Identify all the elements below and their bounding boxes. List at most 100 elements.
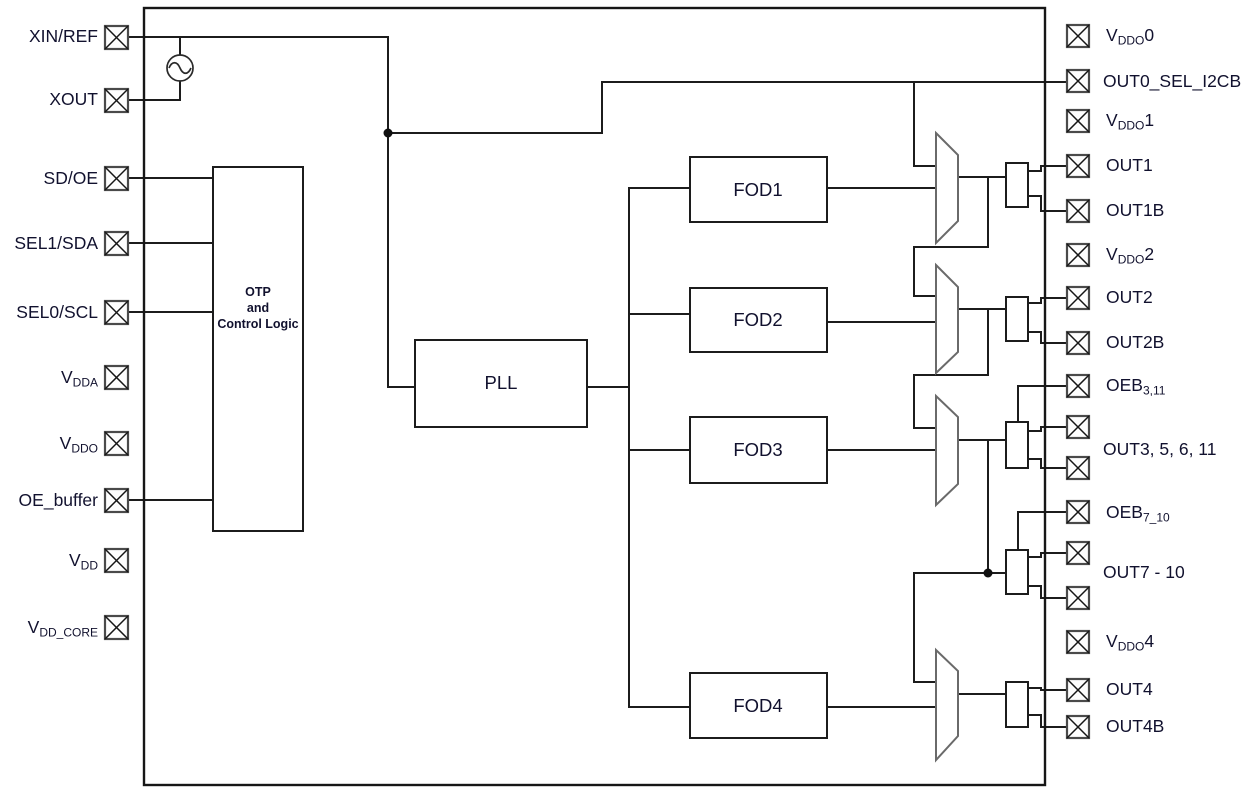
pin-symbol-sd-oe: [103, 165, 130, 192]
junction-dot-mux3-fanout: [983, 568, 993, 578]
wire-xout-to-crystal: [128, 37, 181, 101]
wire-cascade-mux1-to-mux2: [913, 177, 989, 297]
otp-label-line1: OTP: [245, 285, 271, 299]
pin-label-vdd: VDD: [69, 550, 98, 573]
pin-symbol-out7-group-a: [1065, 540, 1091, 566]
pin-label-xin-ref: XIN/REF: [29, 26, 98, 46]
pin-label-out2b: OUT2B: [1106, 332, 1164, 352]
pin-symbol-vddo0: [1065, 23, 1091, 49]
pin-label-vddo1: VDDO1: [1106, 110, 1154, 133]
pin-label-sd-oe: SD/OE: [44, 168, 98, 188]
pin-label-vdda: VDDA: [61, 367, 98, 390]
pin-label-vdd-core: VDD_CORE: [28, 617, 98, 640]
pin-symbol-out4b: [1065, 714, 1091, 740]
pin-symbol-xin-ref: [103, 24, 130, 51]
fod2-block: FOD2: [689, 287, 828, 353]
left-pin-symbols: [103, 24, 130, 641]
pin-symbol-oe-buffer: [103, 487, 130, 514]
out1-buffer: [1005, 162, 1029, 208]
pin-symbol-out1b: [1065, 198, 1091, 224]
fod4-block: FOD4: [689, 672, 828, 739]
wire-xin-ref-to-pll: [128, 36, 415, 388]
pin-symbol-vdd-core: [103, 614, 130, 641]
pin-symbol-sel1-sda: [103, 230, 130, 257]
wire-ref-to-mux1: [913, 82, 936, 167]
out2-buffer: [1005, 296, 1029, 342]
otp-control-logic-block: OTP and Control Logic: [212, 166, 304, 532]
pin-symbol-out2b: [1065, 330, 1091, 356]
pin-symbol-vdda: [103, 364, 130, 391]
pin-symbol-vddo1: [1065, 108, 1091, 134]
wire-oeb3-11-to-buffer: [1017, 385, 1067, 422]
wire-out3-group-stubs: [1028, 426, 1067, 469]
pin-symbol-vddo: [103, 430, 130, 457]
fod4-label: FOD4: [733, 695, 782, 716]
pin-symbol-sel0-scl: [103, 299, 130, 326]
pin-symbol-out1: [1065, 153, 1091, 179]
pin-symbol-out2: [1065, 285, 1091, 311]
pin-symbol-oeb7-10: [1065, 499, 1091, 525]
fod1-label: FOD1: [733, 179, 782, 200]
pin-label-oeb7-10: OEB7_10: [1106, 502, 1170, 525]
out3-group-buffer: [1005, 421, 1029, 469]
pin-label-vddo4: VDDO4: [1106, 631, 1154, 654]
pin-label-xout: XOUT: [49, 89, 98, 109]
wire-oeb7-10-to-buffer: [1017, 511, 1067, 550]
mux2: [935, 262, 959, 376]
fod3-label: FOD3: [733, 439, 782, 460]
wire-out2-out2b-stubs: [1028, 297, 1067, 344]
junction-dot-ref: [383, 128, 393, 138]
pin-symbol-vddo4: [1065, 629, 1091, 655]
pin-symbol-vddo2: [1065, 242, 1091, 268]
wire-out7-group-stubs: [1028, 552, 1067, 599]
pin-label-vddo2: VDDO2: [1106, 244, 1154, 267]
crystal-oscillator-icon: [166, 54, 194, 82]
pin-label-out2: OUT2: [1106, 287, 1153, 307]
pin-symbol-vdd: [103, 547, 130, 574]
fod1-block: FOD1: [689, 156, 828, 223]
wire-mux3-to-out7-buffer: [987, 440, 1006, 574]
out7-group-buffer: [1005, 549, 1029, 595]
pin-symbol-out0-sel-i2cb: [1065, 68, 1091, 94]
left-pin-labels: XIN/REF XOUT SD/OE SEL1/SDA SEL0/SCL VDD…: [14, 26, 98, 640]
pin-symbol-out7-group-b: [1065, 585, 1091, 611]
pin-symbol-out3-group-a: [1065, 414, 1091, 440]
pin-label-vddo0: VDDO0: [1106, 25, 1154, 48]
pin-label-out1: OUT1: [1106, 155, 1153, 175]
pin-label-sel1-sda: SEL1/SDA: [14, 233, 98, 253]
pin-label-oe-buffer: OE_buffer: [19, 490, 99, 511]
fod3-block: FOD3: [689, 416, 828, 484]
pin-label-out0-sel-i2cb: OUT0_SEL_I2CB: [1103, 71, 1241, 92]
pll-label: PLL: [485, 372, 518, 393]
mux3: [935, 393, 959, 508]
pin-symbol-xout: [103, 87, 130, 114]
pll-block: PLL: [414, 339, 588, 428]
wire-cascade-mux2-to-mux3: [913, 309, 989, 429]
pin-label-out4: OUT4: [1106, 679, 1153, 699]
chip-outline: [142, 6, 1047, 787]
pin-label-sel0-scl: SEL0/SCL: [16, 302, 98, 322]
pin-label-vddo: VDDO: [60, 433, 98, 456]
otp-label-line3: Control Logic: [217, 317, 298, 331]
pin-symbol-oeb3-11: [1065, 373, 1091, 399]
pin-symbol-out3-group-b: [1065, 455, 1091, 481]
fod2-label: FOD2: [733, 309, 782, 330]
wire-ref-to-out0-sel-i2cb: [388, 81, 1067, 134]
pin-symbol-out4: [1065, 677, 1091, 703]
wires: [128, 36, 1067, 728]
mux4: [935, 647, 959, 763]
mux1: [935, 130, 959, 246]
otp-label-line2: and: [247, 301, 269, 315]
out4-buffer: [1005, 681, 1029, 728]
pin-label-out7-group: OUT7 - 10: [1103, 562, 1185, 582]
wire-out4-out4b-stubs: [1028, 687, 1067, 728]
pin-label-out4b: OUT4B: [1106, 716, 1164, 736]
wire-cascade-mux3-to-mux4: [913, 572, 988, 683]
right-pin-symbols: [1065, 23, 1091, 740]
pin-label-out3-group: OUT3, 5, 6, 11: [1103, 439, 1216, 459]
wire-out1-out1b-stubs: [1028, 165, 1067, 212]
wire-fod-bus: [628, 187, 690, 708]
pin-label-out1b: OUT1B: [1106, 200, 1164, 220]
